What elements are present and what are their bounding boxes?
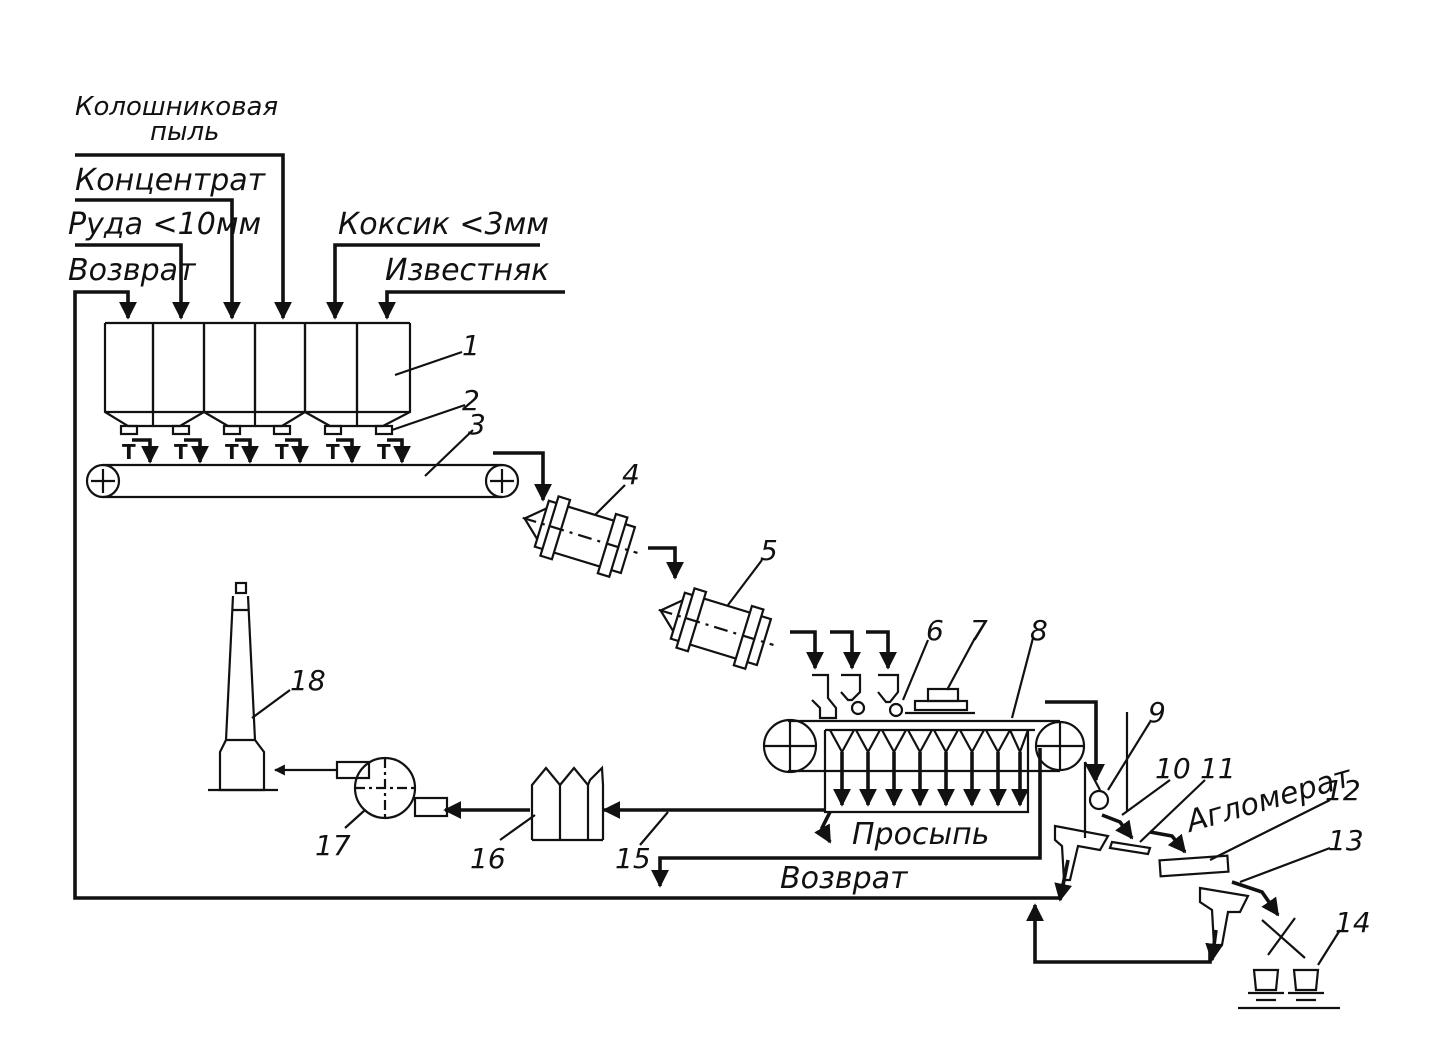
num-16: 16 (470, 842, 506, 875)
label-limestone: Известняк (385, 253, 549, 288)
drum4-to-drum5-arrow (648, 546, 684, 580)
sinter-cooler (1101, 813, 1152, 856)
feeder-mark-3: T (225, 440, 239, 464)
num-12: 12 (1325, 774, 1361, 807)
label-spillage: Просыпь (852, 817, 989, 852)
coke-feed-line (326, 243, 540, 320)
sinter-product-conveyor (1158, 854, 1230, 878)
dust-feed-line (75, 153, 292, 320)
num-5: 5 (760, 534, 778, 567)
feeders: T T T T T T (119, 424, 411, 464)
pelletizing-drum (658, 587, 774, 671)
feeder-mark-2: T (174, 440, 188, 464)
num-11: 11 (1200, 752, 1236, 785)
exhauster-fan (335, 756, 449, 820)
reference-numbers: 1 2 3 4 5 6 7 8 9 10 11 12 13 14 15 16 1… (290, 329, 1371, 939)
concentrate-feed-line (75, 198, 241, 320)
bunkers (103, 321, 412, 428)
feeder-mark-4: T (275, 440, 289, 464)
hot-screen (1053, 824, 1110, 902)
label-return: Возврат (68, 253, 197, 288)
num-13: 13 (1328, 824, 1364, 857)
label-return-bottom: Возврат (780, 861, 909, 896)
main-return-loop (73, 893, 1060, 900)
label-coke: Коксик <3мм (338, 207, 549, 242)
sintering-machine (762, 718, 1086, 814)
sinter-cars (1238, 968, 1340, 1010)
label-dust-2: пыль (150, 117, 219, 147)
num-10: 10 (1155, 752, 1191, 785)
num-1: 1 (462, 329, 480, 362)
num-14: 14 (1335, 906, 1371, 939)
return-conveyor-line (651, 748, 1042, 888)
mixing-drum (522, 495, 638, 579)
num-17: 17 (315, 829, 351, 862)
feeder-mark-5: T (326, 440, 340, 464)
num-15: 15 (615, 842, 651, 875)
num-2: 2 (462, 384, 480, 417)
collecting-conveyor (85, 451, 552, 502)
cold-screen (1198, 886, 1250, 962)
return-feed-line (73, 290, 137, 893)
num-3: 3 (468, 408, 486, 441)
ignition-furnace (905, 687, 975, 715)
limestone-feed-line (378, 290, 565, 320)
crusher (1088, 789, 1110, 811)
num-7: 7 (970, 614, 988, 647)
label-concentrate: Концентрат (75, 163, 267, 198)
label-ore: Руда <10мм (68, 207, 261, 242)
num-6: 6 (926, 614, 944, 647)
input-lines (73, 153, 565, 893)
num-9: 9 (1148, 696, 1166, 729)
num-4: 4 (622, 458, 640, 491)
feeder-mark-6: T (377, 440, 391, 464)
charging-hoppers (811, 673, 904, 720)
input-labels: Колошниковая пыль Концентрат Руда <10мм … (68, 92, 549, 288)
feeder-mark-1: T (122, 440, 136, 464)
discharge-arrow (1045, 700, 1105, 782)
num-18: 18 (290, 664, 326, 697)
return-loop-up (1026, 903, 1212, 964)
chimney-stack (208, 581, 278, 792)
label-dust-1: Колошниковая (75, 92, 278, 122)
spillage-arrow (814, 811, 832, 844)
leader-lines (251, 350, 1341, 966)
dust-collector (530, 765, 605, 842)
num-8: 8 (1030, 614, 1048, 647)
ore-feed-line (75, 243, 190, 320)
